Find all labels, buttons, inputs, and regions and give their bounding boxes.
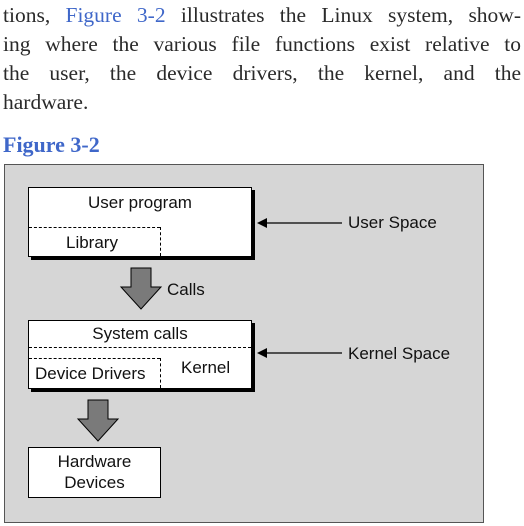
hardware-arrow-icon <box>76 399 120 442</box>
hardware-label-line1: Hardware <box>57 452 132 471</box>
calls-arrow-icon <box>119 267 163 310</box>
paragraph-line: ing where the various file functions exi… <box>3 32 521 56</box>
user-program-label: User program <box>88 193 192 212</box>
library-divider-v <box>160 227 161 256</box>
paragraph-line: the user, the device drivers, the kernel… <box>3 61 521 85</box>
device-drivers-divider-v <box>160 358 161 388</box>
figure-diagram: User program Library Calls System calls … <box>4 164 484 523</box>
figure-reference-link[interactable]: Figure 3-2 <box>65 3 166 27</box>
body-paragraph: tions, Figure 3-2 illustrates the Linux … <box>3 1 521 117</box>
calls-label: Calls <box>167 280 205 299</box>
paragraph-line: hardware. <box>3 90 89 114</box>
figure-label: Figure 3-2 <box>3 132 100 157</box>
device-drivers-label: Device Drivers <box>35 364 146 383</box>
library-label: Library <box>66 233 118 252</box>
system-calls-label: System calls <box>92 324 188 343</box>
paragraph-line: tions, Figure 3-2 illustrates the Linux … <box>3 1 521 30</box>
kernel-space-pointer-icon <box>257 348 342 358</box>
kernel-label: Kernel <box>181 358 231 377</box>
text-run: tions, <box>3 3 66 27</box>
user-space-label: User Space <box>348 213 437 232</box>
device-drivers-divider-h <box>29 358 160 359</box>
text-run: illustrates the Linux system, show- <box>165 3 521 27</box>
library-divider-h <box>29 227 160 228</box>
user-program-box: User program Library <box>28 187 252 257</box>
user-space-pointer-icon <box>257 218 342 228</box>
kernel-space-label: Kernel Space <box>348 344 451 363</box>
hardware-label-line2: Devices <box>64 473 125 492</box>
kernel-box: System calls Device Drivers Kernel <box>28 320 252 389</box>
system-calls-divider <box>29 347 251 348</box>
hardware-devices-box: Hardware Devices <box>28 447 161 498</box>
